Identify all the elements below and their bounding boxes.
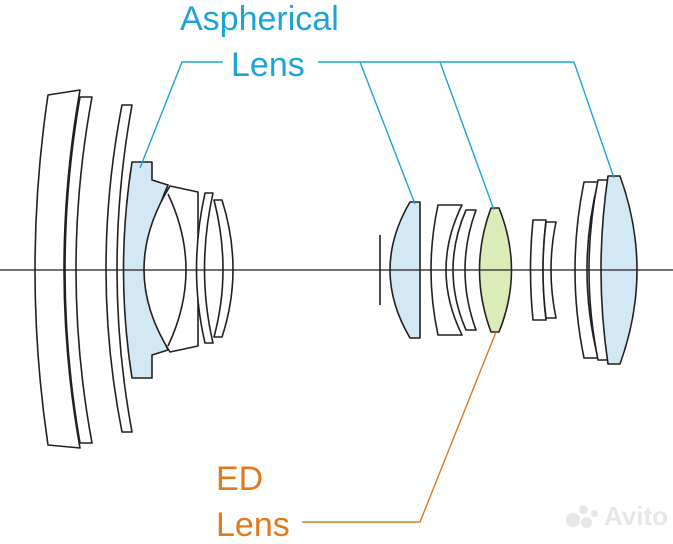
watermark-text: Avito — [604, 501, 669, 531]
watermark: Avito — [566, 501, 668, 532]
front-meniscus-b — [213, 199, 234, 338]
aspherical-label-line1: Aspherical — [180, 0, 339, 38]
front-element-1 — [34, 89, 81, 449]
front-element-2 — [64, 96, 93, 444]
ed-label-line2: Lens — [216, 506, 290, 544]
ed-leader — [302, 331, 497, 523]
aspherical-leader-rear-2 — [573, 61, 615, 179]
aspherical-leader-front — [139, 61, 223, 169]
front-element-3 — [105, 104, 133, 433]
aspherical-label-line2: Lens — [231, 46, 305, 84]
front-doublet-outer — [143, 185, 199, 353]
rear-meniscus-a — [430, 204, 463, 336]
avito-logo-icon — [566, 503, 600, 531]
front-meniscus-a — [195, 192, 214, 344]
aspherical-leader-rear-1 — [359, 61, 416, 205]
ed-label-line1: ED — [216, 460, 264, 498]
aspherical-leader-ed — [439, 61, 495, 211]
